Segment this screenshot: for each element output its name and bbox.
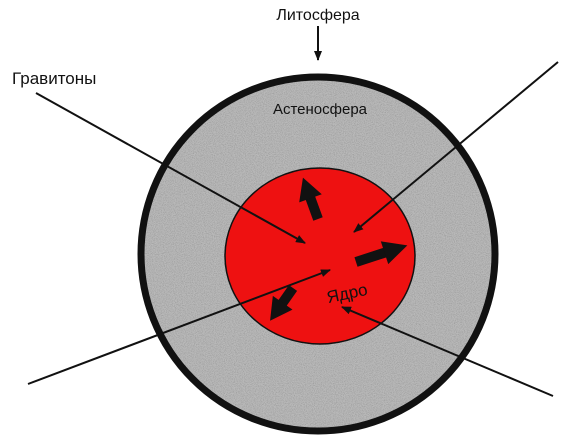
asthenosphere-label: Астеносфера <box>273 101 368 118</box>
gravitons-label: Гравитоны <box>12 69 96 88</box>
lithosphere-label: Литосфера <box>276 7 359 24</box>
